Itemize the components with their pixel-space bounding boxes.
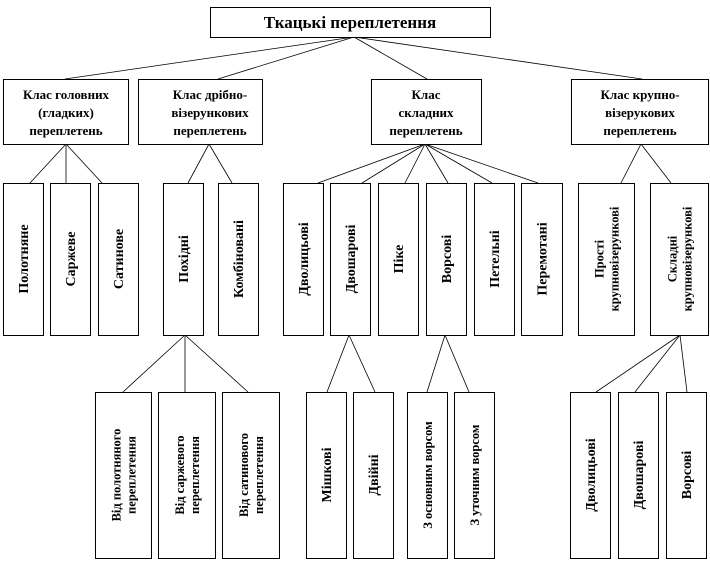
- class-complex: Клас складних переплетень: [371, 79, 482, 145]
- class-label: складних: [398, 105, 454, 120]
- node-frame: [407, 392, 448, 559]
- node-frame: [650, 183, 709, 336]
- node-label: Ворсові: [440, 235, 455, 284]
- node-frame: [306, 392, 347, 559]
- node-frame: [353, 392, 394, 559]
- class-label: (гладких): [38, 105, 94, 120]
- node-frame: [578, 183, 635, 336]
- node-label: Від сатинового: [237, 433, 251, 517]
- node-label: Від саржевого: [173, 435, 187, 514]
- node-label: З уточним ворсом: [468, 424, 482, 525]
- node-label: Петельні: [488, 230, 503, 288]
- node-label: Дволицьові: [297, 222, 312, 296]
- node-label: Від полотняного: [110, 429, 124, 522]
- node-box: Піке: [378, 183, 419, 336]
- class-large-pattern: Клас крупно- візерукових переплетень: [571, 79, 709, 145]
- node-label: Саржеве: [64, 232, 79, 287]
- node-box: Дволицьові: [570, 392, 611, 559]
- node-box: Саржеве: [50, 183, 91, 336]
- node-frame: [98, 183, 139, 336]
- class-small-pattern: Клас дрібно- візерункових переплетень: [138, 79, 263, 145]
- node-box: Ворсові: [426, 183, 467, 336]
- node-frame: [474, 183, 515, 336]
- class-label: переплетень: [173, 123, 246, 138]
- class-label: візерункових: [171, 105, 249, 120]
- node-box: Похідні: [163, 183, 204, 336]
- node-box: Ворсові: [666, 392, 707, 559]
- node-box: Двошарові: [618, 392, 659, 559]
- node-frame: [158, 392, 216, 559]
- class-label: переплетень: [29, 123, 102, 138]
- node-frame: [330, 183, 371, 336]
- node-box: З основним ворсом: [407, 392, 448, 559]
- node-frame: [283, 183, 324, 336]
- node-box: Двійні: [353, 392, 394, 559]
- class-main: Клас головних (гладких) переплетень: [3, 79, 129, 145]
- node-frame: [50, 183, 91, 336]
- node-label: Полотняне: [17, 224, 32, 293]
- class-label: переплетень: [389, 123, 462, 138]
- node-label: Двошарові: [344, 224, 359, 293]
- node-box: Двошарові: [330, 183, 371, 336]
- node-box: Петельні: [474, 183, 515, 336]
- root-label: Ткацькі переплетення: [264, 13, 436, 32]
- node-frame: [666, 392, 707, 559]
- class-label: Клас: [412, 87, 441, 102]
- node-box: З уточним ворсом: [454, 392, 495, 559]
- node-label: Піке: [392, 245, 407, 274]
- root-node: Ткацькі переплетення: [210, 7, 491, 38]
- node-label: крупновізерункові: [681, 206, 695, 311]
- node-label: переплетення: [125, 436, 139, 514]
- node-label: Сатинове: [112, 229, 127, 289]
- node-label: Двошарові: [632, 440, 647, 509]
- node-label: Дволицьові: [584, 438, 599, 512]
- node-frame: [426, 183, 467, 336]
- node-frame: [218, 183, 259, 336]
- node-frame: [378, 183, 419, 336]
- class-label: переплетень: [603, 123, 676, 138]
- node-label: Перемотані: [536, 222, 551, 295]
- connectors: [29, 36, 688, 393]
- class-label: Клас дрібно-: [173, 87, 247, 102]
- class-label: Клас головних: [23, 87, 110, 102]
- node-label: переплетення: [188, 436, 202, 514]
- node-box: Мішкові: [306, 392, 347, 559]
- node-box: Дволицьові: [283, 183, 324, 336]
- node-frame: [618, 392, 659, 559]
- node-frame: [521, 183, 563, 336]
- node-frame: [454, 392, 495, 559]
- node-label: Комбіновані: [232, 220, 247, 298]
- class-label: візерукових: [605, 105, 675, 120]
- node-box: Комбіновані: [218, 183, 259, 336]
- node-label: Похідні: [177, 235, 192, 283]
- node-label: Двійні: [367, 454, 382, 495]
- node-frame: [222, 392, 280, 559]
- vertical-nodes: Полотняне Саржеве Сатинове Похідні Комбінова…: [3, 183, 709, 559]
- node-label: Ворсові: [680, 451, 695, 500]
- node-frame: [163, 183, 204, 336]
- node-box: Перемотані: [521, 183, 563, 336]
- node-label: Прості: [593, 239, 607, 278]
- node-box: Сатинове: [98, 183, 139, 336]
- node-label: Складні: [666, 235, 680, 282]
- node-frame: [570, 392, 611, 559]
- node-label: Мішкові: [320, 447, 335, 502]
- node-frame: [3, 183, 44, 336]
- node-label: З основним ворсом: [421, 421, 435, 529]
- node-box: Полотняне: [3, 183, 44, 336]
- node-label: крупновізерункові: [608, 206, 622, 311]
- node-label: переплетення: [252, 436, 266, 514]
- node-frame: [95, 392, 152, 559]
- class-label: Клас крупно-: [600, 87, 679, 102]
